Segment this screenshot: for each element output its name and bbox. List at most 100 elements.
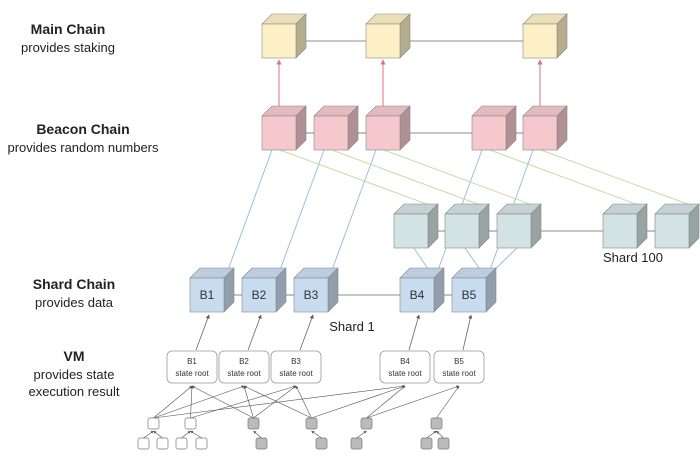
tx-to-vm-arrow [366, 385, 460, 419]
beacon-chain-subtitle: provides random numbers [7, 140, 159, 155]
vm-box-block-label: B2 [239, 357, 249, 366]
shard-100-label: Shard 100 [603, 250, 663, 265]
shard1-block-1: B1 [189, 267, 235, 313]
vm-box-state-root-label: state root [442, 369, 476, 378]
tx-to-vm-arrow [243, 385, 254, 419]
tx-to-vm-arrow [253, 385, 297, 419]
beacon-to-shard100-link [331, 149, 484, 207]
transaction-square [315, 437, 328, 450]
shard100-block [654, 203, 700, 249]
main-chain-subtitle: provides staking [21, 40, 115, 55]
vm-box-block-label: B1 [187, 357, 197, 366]
main-chain-block [522, 13, 568, 59]
tx-link-arrow [436, 430, 444, 439]
beacon-to-shard100-link [279, 149, 433, 207]
transaction-square [156, 437, 169, 450]
shard1-block-4: B4 [399, 267, 445, 313]
main-chain-title: Main Chain [31, 21, 106, 37]
beacon-chain-block [471, 105, 517, 151]
shard1-block-label: B4 [410, 288, 425, 302]
vm-title: VM [64, 348, 85, 364]
beacon-to-shard1-link [227, 149, 273, 271]
transaction-square [147, 417, 160, 430]
main-chain-block [261, 13, 307, 59]
tx-to-vm-arrow [311, 385, 406, 419]
blocks: B1 B2 B3 B4 B5 [189, 13, 700, 313]
shard1-block-2: B2 [241, 267, 287, 313]
tx-link-arrow [190, 430, 202, 439]
tx-to-vm-arrow [153, 384, 406, 419]
transaction-square [247, 417, 260, 430]
vm-box-block-label: B3 [291, 357, 301, 366]
vm-box-block-label: B5 [454, 357, 464, 366]
tx-to-vm-arrow [153, 385, 193, 419]
vm-to-block-arrow [408, 314, 420, 351]
beacon-to-shard100-link [383, 149, 536, 207]
vm-state-roots: B1 state root B2 state root B3 state root B4 st… [166, 350, 485, 384]
vm-box-state-root-label: state root [388, 369, 422, 378]
tx-to-vm-arrow [436, 385, 460, 419]
tx-link-arrow [153, 430, 163, 439]
beacon-chain-block [522, 105, 568, 151]
shard1-block-label: B1 [200, 288, 215, 302]
transaction-square [175, 437, 188, 450]
transaction-square [305, 417, 318, 430]
shard1-block-label: B2 [252, 288, 267, 302]
vm-box-state-root-label: state root [279, 369, 313, 378]
vm-box-block-label: B4 [400, 357, 410, 366]
beacon-to-shard1-link [279, 149, 325, 271]
vm-box-B2: B2 state root [218, 350, 270, 384]
shard1-block-label: B3 [304, 288, 319, 302]
tx-to-vm-arrow [191, 385, 254, 419]
beacon-chain-block [313, 105, 359, 151]
beacon-to-shard1-link [331, 149, 377, 271]
tx-link-arrow [181, 430, 191, 439]
beacon-to-shard100-link [489, 149, 642, 207]
tx-link-arrow [426, 430, 437, 439]
vm-to-block-arrow [247, 314, 262, 351]
transaction-square [255, 437, 268, 450]
tx-to-vm-arrow [190, 385, 194, 419]
vm-to-block-arrow [462, 314, 473, 351]
vm-box-state-root-label: state root [227, 369, 261, 378]
beacon-chain-title: Beacon Chain [36, 121, 129, 137]
vm-box-B3: B3 state root [270, 350, 322, 384]
transaction-square [137, 437, 150, 450]
tx-link-arrow [356, 430, 367, 439]
shard1-block-label: B5 [462, 288, 477, 302]
transaction-square [420, 437, 433, 450]
shard100-block [602, 203, 648, 249]
tx-link-arrow [311, 430, 322, 439]
tx-link-arrow [143, 430, 154, 439]
tx-to-vm-arrow [153, 385, 245, 419]
shard-1-label: Shard 1 [329, 319, 375, 334]
vm-to-block-arrow [299, 314, 314, 351]
transaction-square [350, 437, 363, 450]
shard-chain-subtitle: provides data [35, 295, 114, 310]
vm-box-state-root-label: state root [175, 369, 209, 378]
transaction-square [195, 437, 208, 450]
shard1-block-3: B3 [293, 267, 339, 313]
vm-box-B1: B1 state root [166, 350, 218, 384]
vm-to-block-arrow [195, 314, 210, 351]
transaction-square [360, 417, 373, 430]
vm-subtitle-line2: execution result [28, 384, 119, 399]
vm-subtitle-line1: provides state [34, 367, 115, 382]
shard-chain-title: Shard Chain [33, 276, 115, 292]
tx-to-vm-arrow [295, 385, 312, 419]
shard100-block [496, 203, 542, 249]
shard1-block-5: B5 [451, 267, 497, 313]
beacon-chain-block [365, 105, 411, 151]
tx-link-arrow [253, 430, 262, 439]
transactions [137, 417, 450, 450]
transaction-square [430, 417, 443, 430]
tx-to-vm-arrow [366, 385, 406, 419]
transaction-square [437, 437, 450, 450]
vm-box-B5: B5 state root [433, 350, 485, 384]
beacon-chain-block [261, 105, 307, 151]
shard100-block [444, 203, 490, 249]
vm-box-B4: B4 state root [379, 350, 431, 384]
transaction-square [184, 417, 197, 430]
beacon-to-shard100-link [540, 149, 694, 207]
